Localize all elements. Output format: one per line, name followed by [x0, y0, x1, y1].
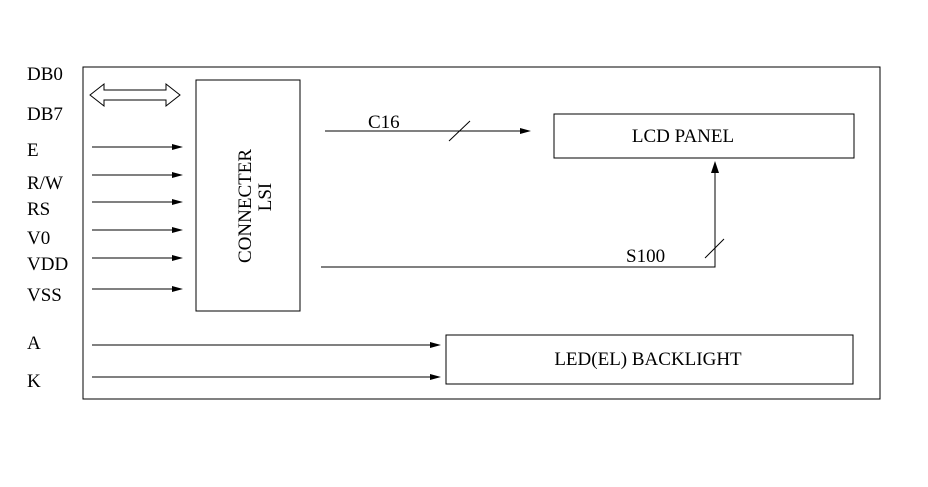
signal-vss-arrow — [92, 286, 183, 292]
pin-db0-label: DB0 — [27, 64, 63, 85]
pin-rw-label: R/W — [27, 173, 63, 194]
signal-rw-arrow — [92, 172, 183, 178]
connecter-lsi-block — [195, 79, 301, 312]
backlight-label: LED(EL) BACKLIGHT — [554, 349, 742, 370]
pin-db7-label: DB7 — [27, 104, 63, 125]
pin-vdd-label: VDD — [27, 254, 68, 275]
signal-rs-arrow — [92, 199, 183, 205]
connecter-label: CONNECTER — [235, 149, 256, 263]
segment-bus-arrow — [321, 161, 725, 268]
pin-rs-label: RS — [27, 199, 50, 220]
pin-vss-label: VSS — [27, 285, 62, 306]
pin-v0-label: V0 — [27, 228, 50, 249]
pin-e-label: E — [27, 140, 39, 161]
pin-k-label: K — [27, 371, 41, 392]
signal-v0-arrow — [92, 227, 183, 233]
lsi-label: LSI — [255, 183, 276, 212]
pin-a-label: A — [27, 333, 41, 354]
common-bus-arrow — [325, 120, 531, 142]
signal-vdd-arrow — [92, 255, 183, 261]
lcd-panel-block — [553, 113, 855, 159]
common-bus-label: C16 — [368, 112, 400, 133]
signal-k-arrow — [92, 374, 441, 380]
lcd-panel-label: LCD PANEL — [632, 126, 734, 147]
signal-a-arrow — [92, 342, 441, 348]
data-bus-double-arrow — [89, 82, 181, 108]
signal-e-arrow — [92, 144, 183, 150]
segment-bus-label: S100 — [626, 246, 665, 267]
backlight-block — [445, 334, 854, 385]
